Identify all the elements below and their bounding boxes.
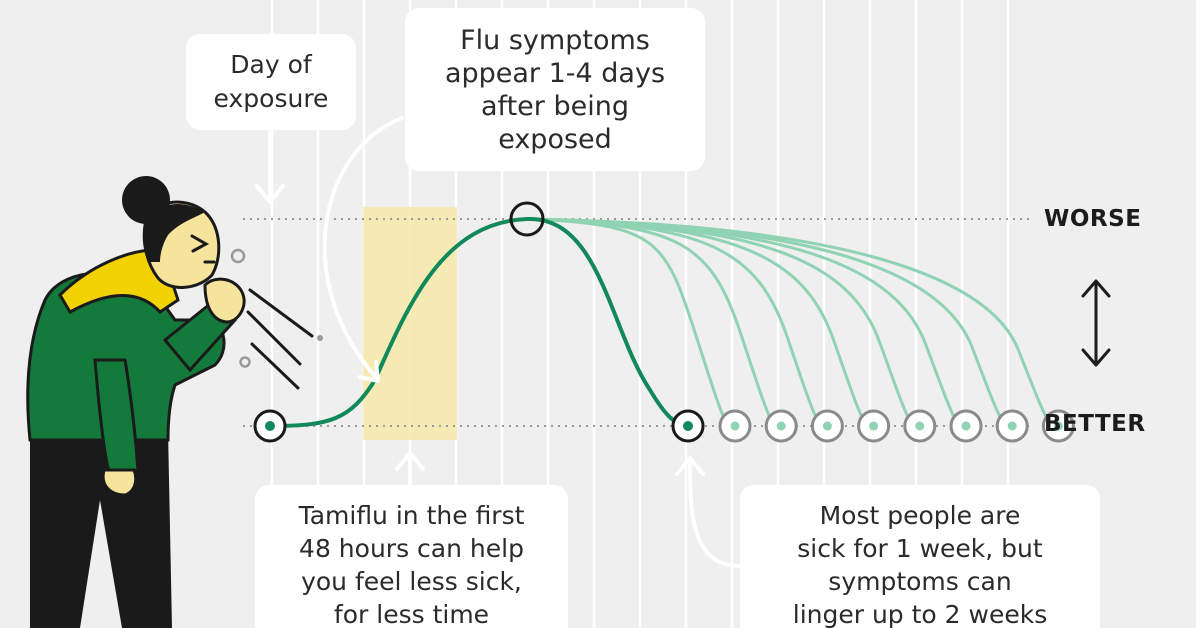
recovery-marker [718,409,752,443]
callout-line: Tamiflu in the first [298,501,525,530]
recovery-marker [810,409,844,443]
cough-droplet [230,248,246,264]
recovery-dot [961,421,971,431]
recovery-curve [526,217,1013,428]
exposure-dot [265,421,275,431]
double-arrow-vertical-icon [1081,279,1111,367]
figure-arm [93,358,140,477]
recovery-marker [857,409,891,443]
recovery-marker [995,409,1029,443]
duration-pointer-arrow [675,456,742,568]
circle-marker-icon [509,201,545,237]
figure-hair-bun [122,176,170,224]
callout-line: after being [481,90,629,122]
recovery-dot [776,421,786,431]
callout-line: symptoms can [828,567,1012,596]
recovery-curve [526,217,828,428]
callout-line: exposure [213,84,329,113]
recovery-curve [526,217,1059,428]
callout-line: you feel less sick, [301,567,522,596]
recovery-dot [1053,421,1063,431]
recovery-curve [526,217,736,428]
figure-hand-lower [101,468,138,497]
callout-line: for less time [333,600,490,628]
recovery-marker [949,409,983,443]
callout-line: Most people are [819,501,1021,530]
callout-line: linger up to 2 weeks [792,600,1048,628]
cough-droplet [317,335,323,341]
cough-spray [246,288,314,390]
figure-hand-mouth [203,277,246,324]
recovery-marker [903,409,937,443]
one-week-marker [671,409,705,443]
scale-label-better: BETTER [1044,411,1146,437]
callout-line: Day of [230,50,312,79]
pointer-arrows [255,116,742,568]
figure-pants [30,430,172,628]
callout-line: sick for 1 week, but [797,534,1043,563]
figure-eye [190,234,210,253]
main-symptom-curve [269,216,691,428]
extended-recovery-curves [526,217,1059,428]
person-coughing-icon [26,176,323,628]
recovery-dot [730,421,740,431]
recovery-marker [1041,409,1075,443]
recovery-dot [915,421,925,431]
scale-label-worse: WORSE [1044,206,1142,232]
recovery-dot [822,421,832,431]
callout-line: 48 hours can help [299,534,524,563]
callout-line: Flu symptoms [460,24,650,56]
one-week-dot [683,421,693,431]
tamiflu-window-band [363,207,457,440]
recovery-curve [526,217,920,428]
peak-marker [509,201,545,237]
symptoms-pointer-arrow [322,116,404,383]
callout-line: appear 1-4 days [444,57,666,89]
callout-tamiflu: Tamiflu in the first 48 hours can help y… [255,485,568,628]
callout-symptoms-appear: Flu symptoms appear 1-4 days after being… [405,8,705,171]
callout-day-of-exposure: Day of exposure [186,34,356,130]
recovery-dot [869,421,879,431]
recovery-markers [718,409,1075,443]
cough-droplet [239,356,251,368]
tamiflu-pointer-arrow [395,451,425,487]
recovery-marker [764,409,798,443]
recovery-dot [1007,421,1017,431]
callout-illness-duration: Most people are sick for 1 week, but sym… [740,485,1100,628]
callout-line: exposed [498,123,612,155]
exposure-pointer-arrow [255,130,285,204]
exposure-marker [253,409,287,443]
